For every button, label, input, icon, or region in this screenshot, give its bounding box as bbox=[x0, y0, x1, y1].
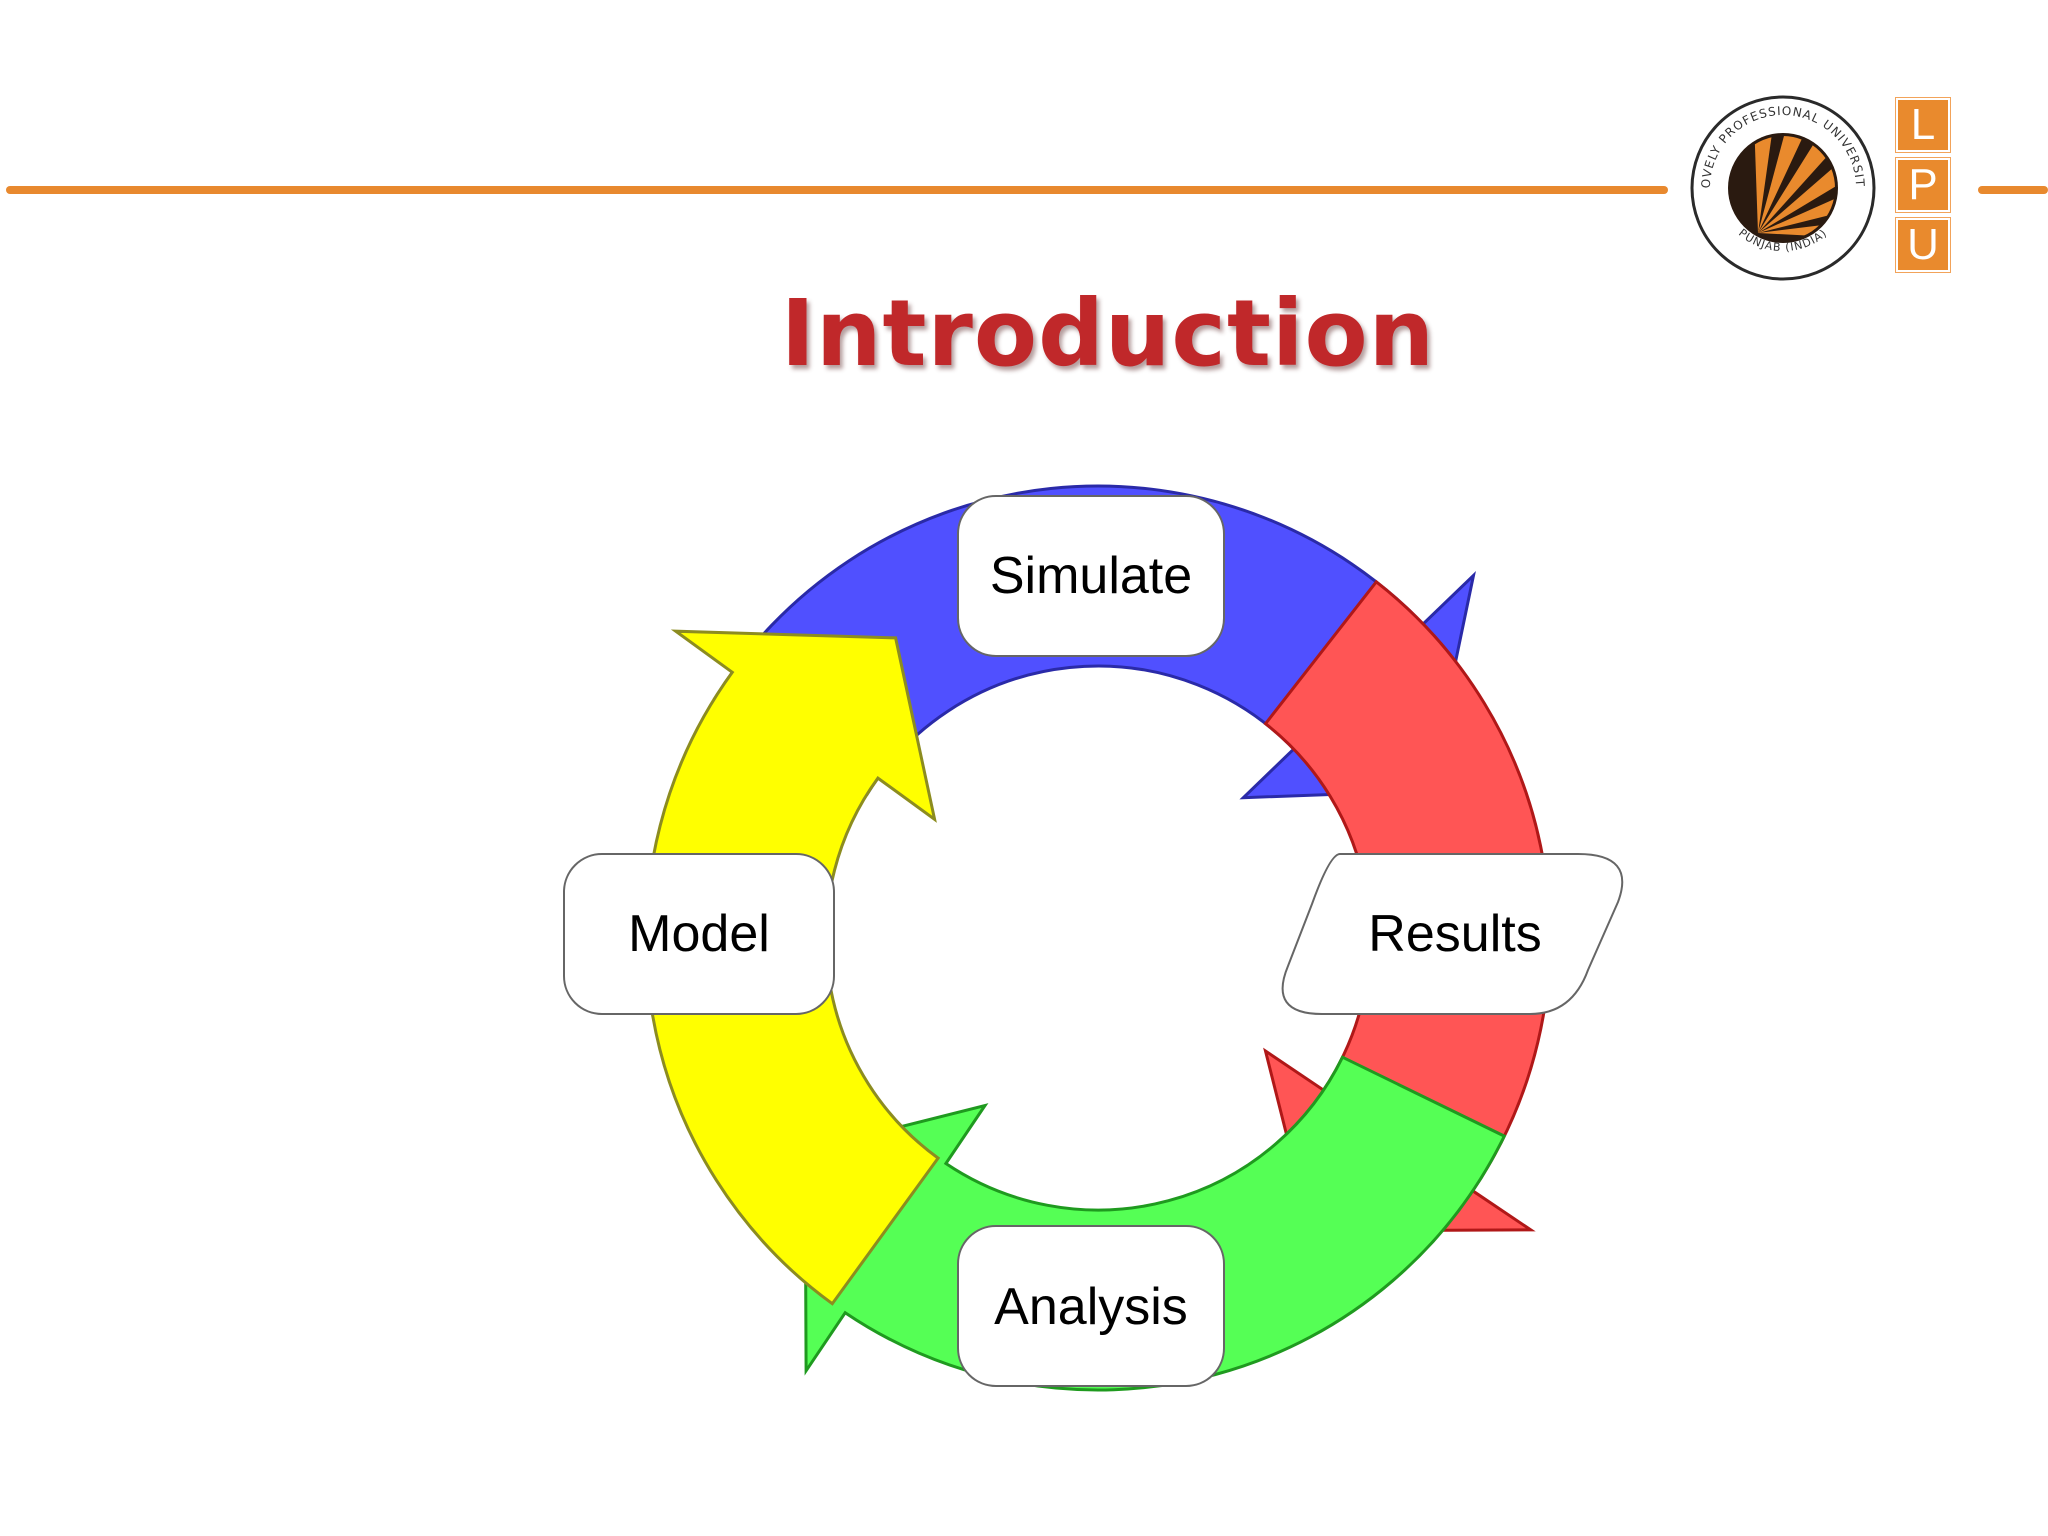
node-label-simulate: Simulate bbox=[990, 547, 1192, 605]
header-rule-right bbox=[1978, 186, 2048, 194]
node-model: Model bbox=[563, 853, 835, 1015]
header-rule-left bbox=[6, 186, 1668, 194]
node-analysis: Analysis bbox=[957, 1225, 1225, 1387]
node-label-model: Model bbox=[628, 905, 770, 963]
node-results: Results bbox=[1281, 853, 1624, 1015]
node-simulate: Simulate bbox=[957, 495, 1225, 657]
logo-letter-u: U bbox=[1895, 217, 1951, 273]
page-title: Introduction bbox=[780, 280, 1436, 387]
logo-letter-p: P bbox=[1895, 157, 1951, 213]
university-seal-logo: LOVELY PROFESSIONAL UNIVERSITY PUNJAB (I… bbox=[1688, 93, 1876, 281]
logo-letter-l: L bbox=[1895, 97, 1951, 153]
node-label-results: Results bbox=[1368, 905, 1541, 963]
node-label-analysis: Analysis bbox=[994, 1278, 1188, 1336]
lpu-letter-mark: L P U bbox=[1895, 97, 1951, 273]
